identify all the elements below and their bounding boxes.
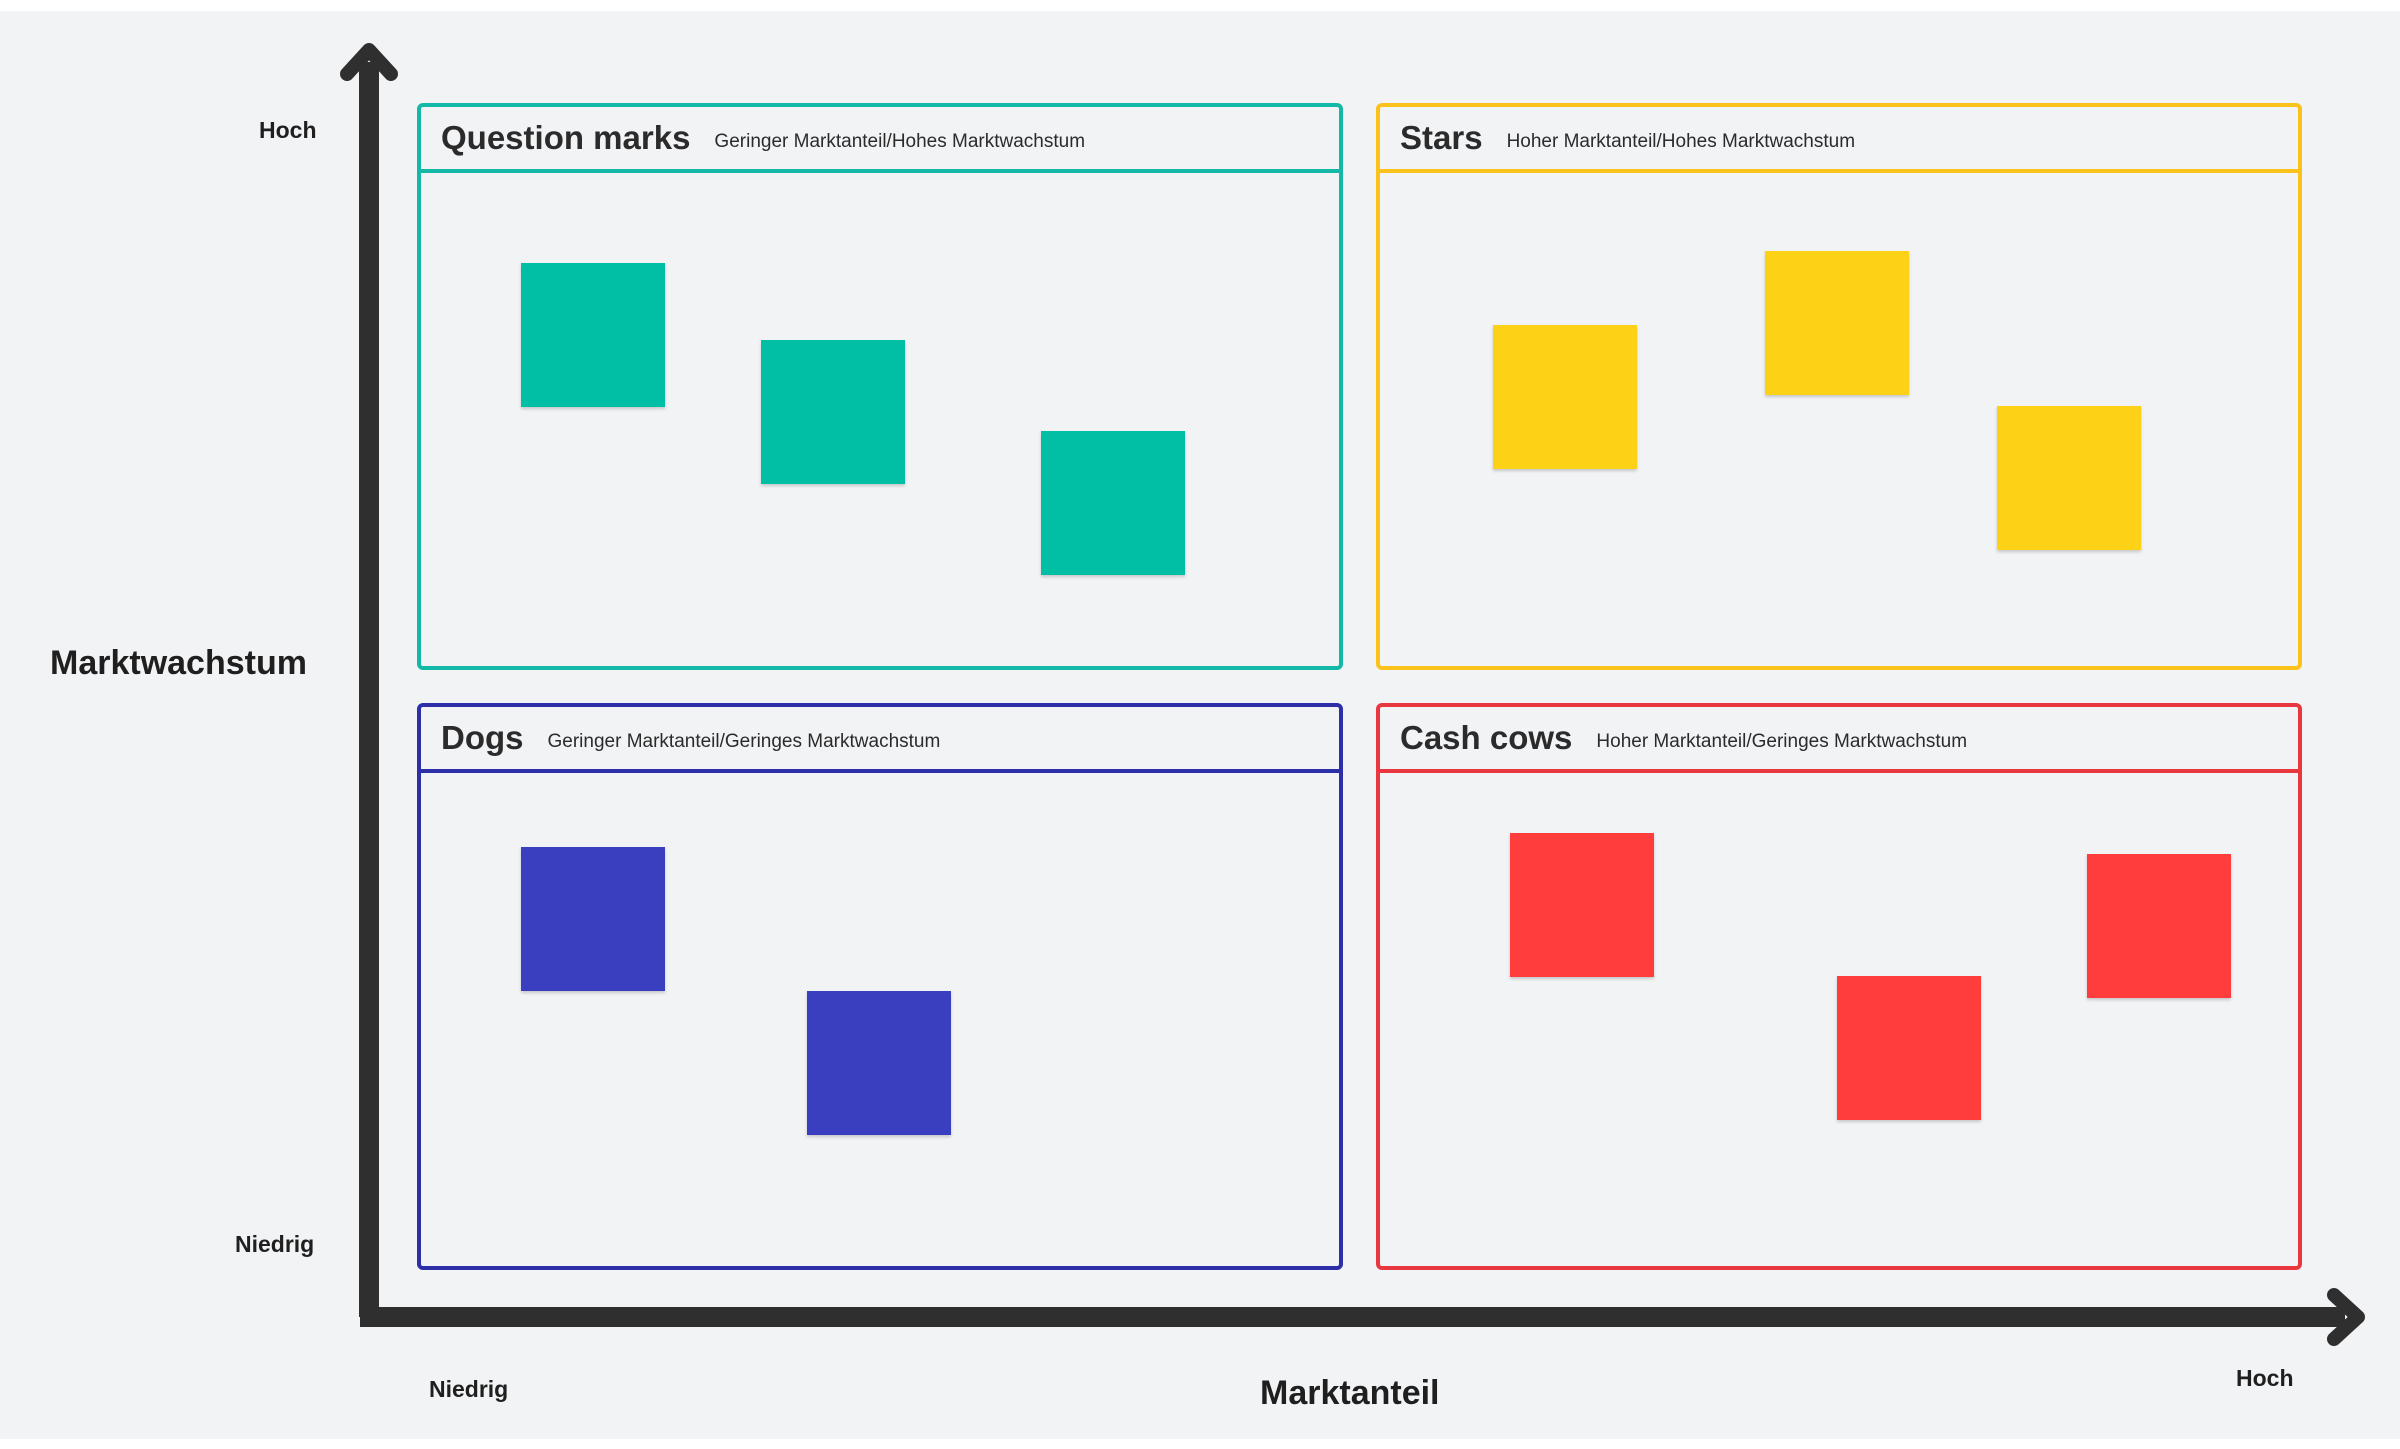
quadrant-title: Stars — [1400, 119, 1483, 156]
y-axis-high-label: Hoch — [259, 117, 317, 143]
quadrant-stars[interactable]: Stars Hoher Marktanteil/Hohes Marktwachs… — [1376, 103, 2302, 670]
quadrant-subtitle: Hoher Marktanteil/Geringes Marktwachstum — [1596, 731, 1968, 752]
x-axis-title: Marktanteil — [1260, 1374, 1440, 1412]
sticky-note[interactable] — [1510, 833, 1654, 977]
sticky-note[interactable] — [1041, 431, 1185, 575]
quadrant-subtitle: Hoher Marktanteil/Hohes Marktwachstum — [1506, 131, 1856, 152]
sticky-note[interactable] — [761, 340, 905, 484]
quadrant-title: Question marks — [441, 119, 691, 156]
y-axis-arrowhead — [340, 43, 398, 81]
quadrant-dogs-header: Dogs Geringer Marktanteil/Geringes Markt… — [421, 707, 1339, 773]
x-axis-arrowhead — [2327, 1288, 2365, 1346]
sticky-note[interactable] — [1837, 976, 1981, 1120]
sticky-note[interactable] — [807, 991, 951, 1135]
quadrant-question-marks-header: Question marks Geringer Marktanteil/Hohe… — [421, 107, 1339, 173]
quadrant-dogs[interactable]: Dogs Geringer Marktanteil/Geringes Markt… — [417, 703, 1343, 1270]
x-axis-high-label: Hoch — [2236, 1365, 2294, 1391]
sticky-note[interactable] — [1493, 325, 1637, 469]
quadrant-title: Dogs — [441, 719, 524, 756]
quadrant-question-marks[interactable]: Question marks Geringer Marktanteil/Hohe… — [417, 103, 1343, 670]
sticky-note[interactable] — [521, 263, 665, 407]
quadrant-subtitle: Geringer Marktanteil/Geringes Marktwachs… — [547, 731, 941, 752]
sticky-note[interactable] — [1765, 251, 1909, 395]
whiteboard-canvas — [0, 11, 2400, 1439]
x-axis-low-label: Niedrig — [429, 1376, 509, 1402]
sticky-note[interactable] — [521, 847, 665, 991]
quadrant-cash-cows-header: Cash cows Hoher Marktanteil/Geringes Mar… — [1380, 707, 2298, 773]
quadrant-title: Cash cows — [1400, 719, 1573, 756]
sticky-note[interactable] — [1997, 406, 2141, 550]
y-axis-title: Marktwachstum — [50, 644, 307, 682]
quadrant-cash-cows[interactable]: Cash cows Hoher Marktanteil/Geringes Mar… — [1376, 703, 2302, 1270]
sticky-note[interactable] — [2087, 854, 2231, 998]
quadrant-subtitle: Geringer Marktanteil/Hohes Marktwachstum — [714, 131, 1086, 152]
y-axis-low-label: Niedrig — [235, 1231, 315, 1257]
quadrant-stars-header: Stars Hoher Marktanteil/Hohes Marktwachs… — [1380, 107, 2298, 173]
